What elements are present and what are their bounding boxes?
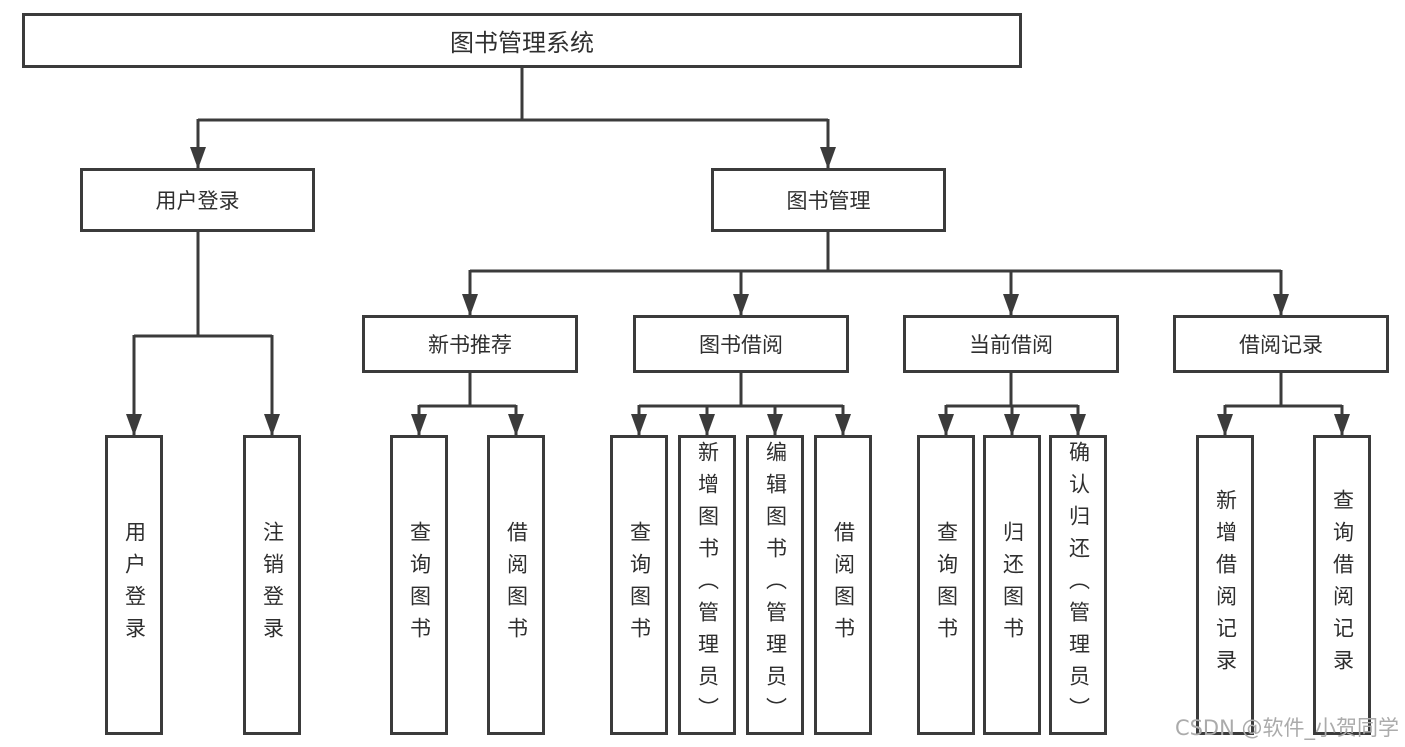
leaf-logout-login: 注销登录 [243,435,301,735]
node-current-borrow-label: 当前借阅 [969,333,1053,357]
leaf-query-borrow-record: 查询借阅记录 [1313,435,1371,735]
leaf-add-book-admin: 新增图书（管理员） [678,435,736,735]
leaf-query-borrow-record-label: 查询借阅记录 [1330,489,1355,681]
leaf-user-login-label: 用户登录 [122,521,147,649]
node-current-borrow: 当前借阅 [903,315,1119,373]
node-root-label: 图书管理系统 [450,29,594,57]
node-new-book-recommend-label: 新书推荐 [428,333,512,357]
leaf-borrow-query-books: 查询图书 [610,435,668,735]
leaf-current-query-books: 查询图书 [917,435,975,735]
leaf-edit-book-admin-label: 编辑图书（管理员） [763,441,788,729]
node-user-login: 用户登录 [80,168,315,232]
leaf-recommend-query-books: 查询图书 [390,435,448,735]
node-new-book-recommend: 新书推荐 [362,315,578,373]
node-book-management: 图书管理 [711,168,946,232]
node-borrow-records: 借阅记录 [1173,315,1389,373]
leaf-current-query-books-label: 查询图书 [934,521,959,649]
leaf-recommend-borrow-books-label: 借阅图书 [504,521,529,649]
leaf-logout-login-label: 注销登录 [260,521,285,649]
node-user-login-label: 用户登录 [155,189,240,213]
csdn-watermark: CSDN @软件_小贺同学 [1174,716,1399,740]
leaf-user-login: 用户登录 [105,435,163,735]
node-book-management-label: 图书管理 [786,189,871,213]
leaf-add-borrow-record: 新增借阅记录 [1196,435,1254,735]
node-borrow-records-label: 借阅记录 [1239,333,1323,357]
leaf-edit-book-admin: 编辑图书（管理员） [746,435,804,735]
node-book-borrow-label: 图书借阅 [699,333,783,357]
leaf-confirm-return-admin-label: 确认归还（管理员） [1066,441,1091,729]
leaf-borrow-borrow-books-label: 借阅图书 [831,521,856,649]
leaf-borrow-query-books-label: 查询图书 [627,521,652,649]
leaf-add-borrow-record-label: 新增借阅记录 [1213,489,1238,681]
leaf-return-book: 归还图书 [983,435,1041,735]
leaf-borrow-borrow-books: 借阅图书 [814,435,872,735]
leaf-add-book-admin-label: 新增图书（管理员） [695,441,720,729]
leaf-return-book-label: 归还图书 [1000,521,1025,649]
node-book-borrow: 图书借阅 [633,315,849,373]
node-root: 图书管理系统 [22,13,1022,68]
leaf-recommend-borrow-books: 借阅图书 [487,435,545,735]
leaf-confirm-return-admin: 确认归还（管理员） [1049,435,1107,735]
leaf-recommend-query-books-label: 查询图书 [407,521,432,649]
